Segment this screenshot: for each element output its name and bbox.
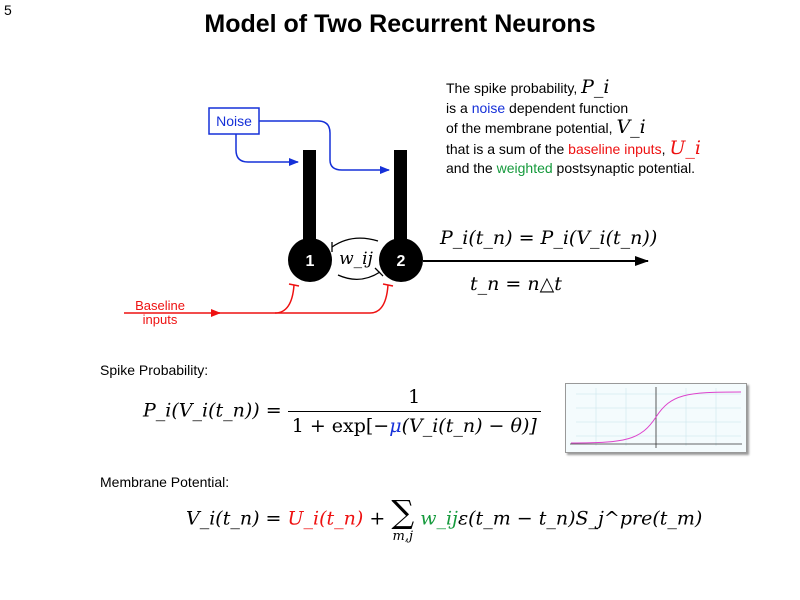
w-term: w_ij: [420, 507, 458, 530]
baseline-to-neuron2: [275, 284, 389, 314]
mu-symbol: μ: [389, 415, 402, 437]
time-equation: t_n = n△t: [470, 273, 562, 295]
baseline-label-line2: inputs: [143, 312, 178, 327]
sigmoid-plot: [570, 387, 742, 448]
word-noise: noise: [471, 99, 506, 116]
spike-probability-label: Spike Probability:: [100, 362, 209, 378]
slide-number: 5: [4, 2, 12, 18]
var-u-i: U_i: [669, 136, 701, 159]
page-title: Model of Two Recurrent Neurons: [204, 10, 596, 38]
neuron2-label: 2: [397, 253, 406, 270]
summation: ∑ m,j: [391, 493, 415, 544]
membrane-potential-label: Membrane Potential:: [100, 474, 230, 490]
noise-box: [208, 107, 260, 135]
description-text: The spike probability, P_i is a noise de…: [446, 76, 701, 176]
neuron1-soma: [288, 238, 332, 282]
var-v-i: V_i: [616, 116, 646, 138]
sigmoid-curve: [570, 391, 742, 444]
word-baseline-inputs: baseline inputs: [568, 140, 662, 157]
neuron2-dendrite: [394, 150, 407, 250]
spike-probability-equation: P_i(V_i(t_n)) = 1 1 + exp[−μ(V_i(t_n) − …: [143, 386, 541, 437]
spike-probability-fraction: 1 1 + exp[−μ(V_i(t_n) − θ)]: [287, 386, 541, 437]
membrane-potential-equation: V_i(t_n) = U_i(t_n) + ∑ m,j w_ijε(t_m − …: [186, 493, 703, 544]
noise-arrow-to-neuron1: [235, 134, 299, 166]
baseline-label-line1: Baseline: [135, 298, 185, 313]
neuron1-label: 1: [306, 253, 315, 270]
u-term: U_i(t_n): [287, 507, 364, 530]
connection-2-to-1: [331, 237, 379, 248]
neuron1-dendrite: [303, 150, 316, 250]
sigmoid-plot-thumbnail: [565, 383, 747, 453]
var-p-i: P_i: [581, 76, 610, 98]
neuron-diagram: Noise 1 2 w_ij P_i(t_n) = P_i(V_i(t_n)) …: [124, 107, 657, 327]
output-equation: P_i(t_n) = P_i(V_i(t_n)): [439, 227, 657, 249]
connection-1-to-2: [337, 271, 381, 280]
noise-label: Noise: [216, 113, 252, 129]
noise-arrow-to-neuron2: [259, 120, 390, 174]
neuron2-soma: [379, 238, 423, 282]
weight-label: w_ij: [339, 249, 373, 269]
baseline-to-neuron1: [218, 284, 295, 314]
word-weighted: weighted: [496, 160, 553, 176]
